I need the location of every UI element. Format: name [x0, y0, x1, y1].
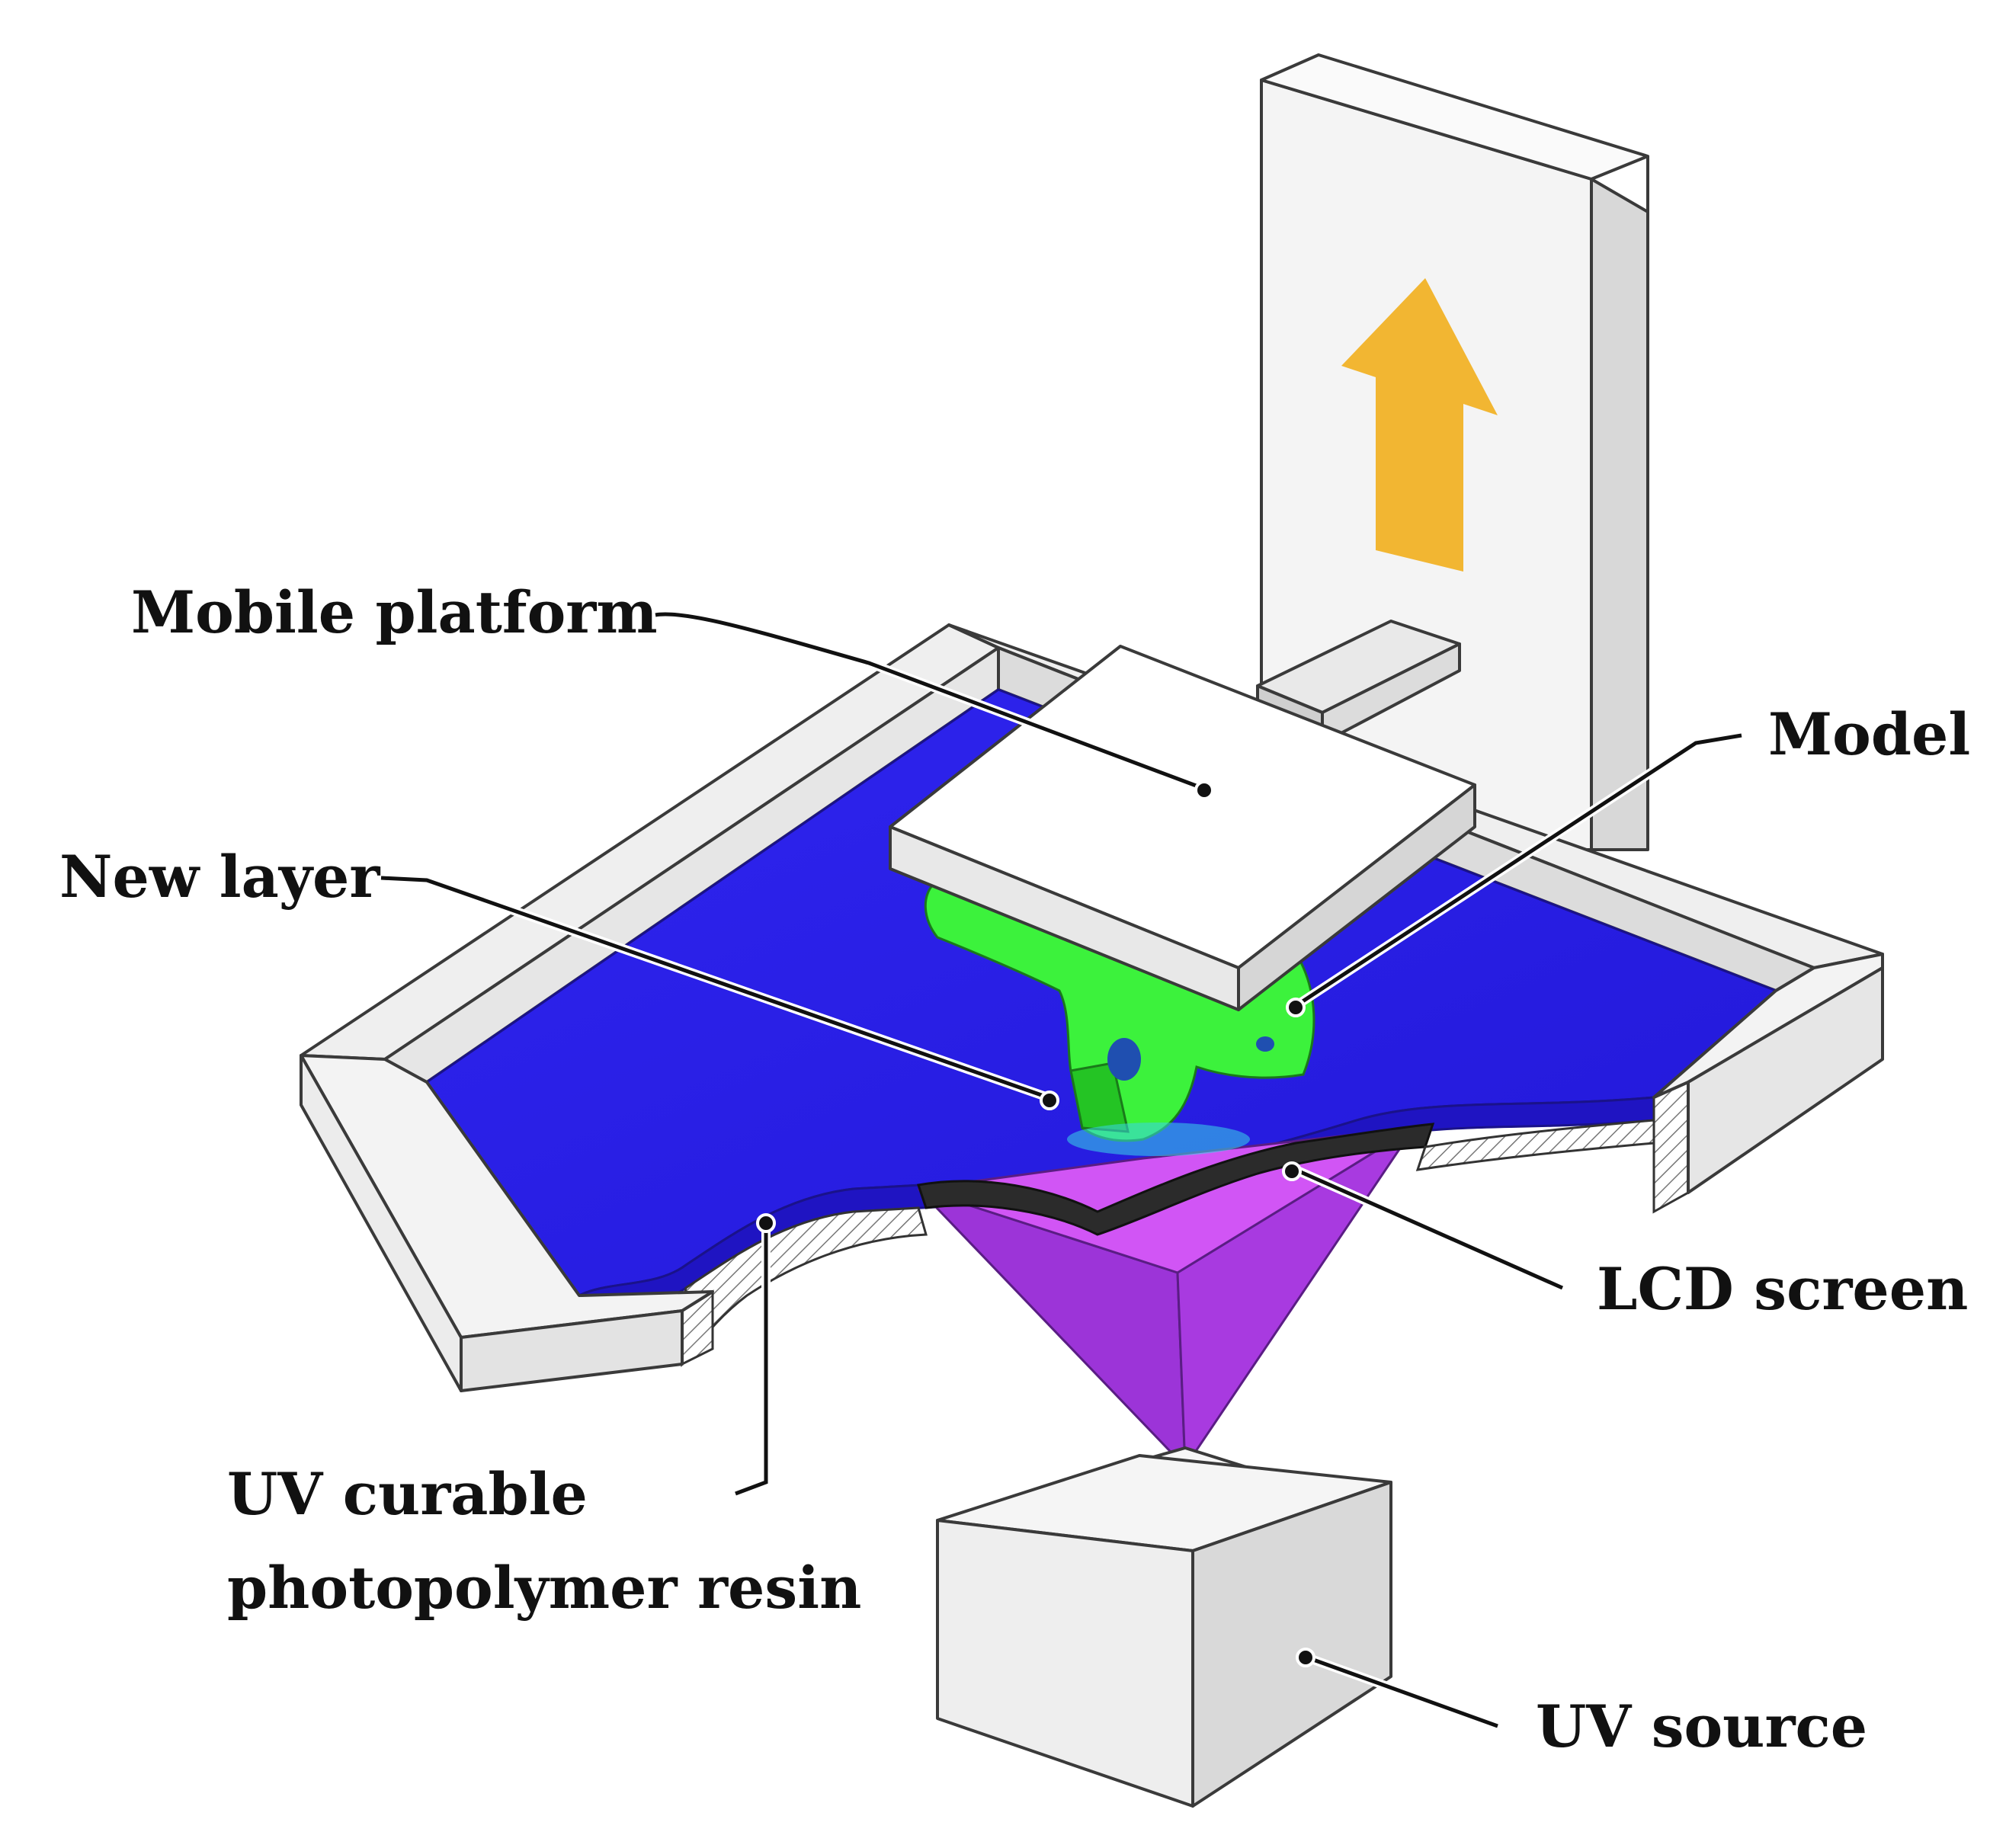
- lcd-screen-leader: [1294, 1167, 1564, 1290]
- leader-lines: [380, 610, 1742, 1731]
- labels: Mobile platform Model New layer LCD scre…: [59, 578, 1970, 1760]
- model-leader: [1294, 733, 1742, 1008]
- uv-source-leader: [1306, 1655, 1498, 1728]
- mobile-platform-leader: [655, 612, 1205, 791]
- new-layer-pointer: [1040, 1091, 1059, 1110]
- resin-pointer: [756, 1213, 776, 1233]
- label-uv-source: UV source: [1536, 1693, 1867, 1760]
- uv-light-cone: [917, 1126, 1415, 1471]
- label-lcd-screen: LCD screen: [1597, 1255, 1968, 1323]
- uv-source-pointer: [1296, 1648, 1315, 1667]
- label-mobile-platform: Mobile platform: [131, 578, 658, 646]
- label-resin-line1: UV curable: [227, 1460, 588, 1528]
- new-layer-leader: [380, 876, 1049, 1100]
- label-resin-line2: photopolymer resin: [227, 1554, 861, 1622]
- model-pointer: [1286, 998, 1306, 1017]
- uv-source-box: [936, 1446, 1392, 1808]
- mobile-platform-pointer: [1194, 780, 1214, 800]
- lcd-screen-pointer: [1282, 1161, 1302, 1181]
- label-new-layer: New layer: [59, 843, 380, 911]
- resin-vat-front: [300, 953, 1884, 1392]
- resin-leader: [735, 1223, 768, 1496]
- label-model: Model: [1768, 700, 1970, 768]
- arrow-up-icon: [1341, 278, 1498, 572]
